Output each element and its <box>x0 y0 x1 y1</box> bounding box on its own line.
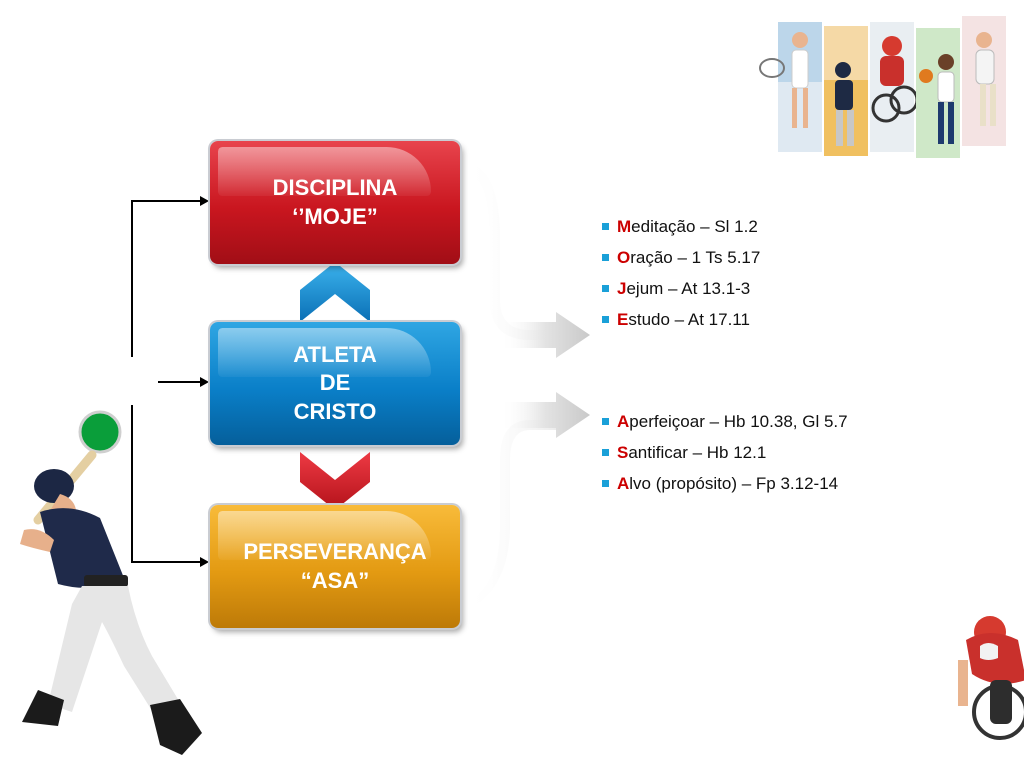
chevron-up-icon <box>300 262 370 322</box>
athletes-photo-strip <box>759 16 1006 158</box>
list-item: Estudo – At 17.11 <box>602 304 760 335</box>
list-item: Meditação – Sl 1.2 <box>602 211 760 242</box>
list-item: Santificar – Hb 12.1 <box>602 437 848 468</box>
disciplina-acronym: ‘’MOJE” <box>292 203 378 229</box>
green-ball <box>78 410 122 454</box>
connector-top <box>131 200 202 357</box>
perseveranca-title: PERSEVERANÇA <box>243 538 427 564</box>
arrowhead-top <box>200 196 209 206</box>
arrowhead-bottom <box>200 557 209 567</box>
atleta-line-2: DE <box>319 370 351 396</box>
grey-arrow-upper <box>500 312 590 358</box>
atleta-line-1: ATLETA <box>293 341 377 367</box>
list-item: Oração – 1 Ts 5.17 <box>602 242 760 273</box>
connector-bottom <box>131 405 202 563</box>
arrowhead-middle <box>200 377 209 387</box>
grey-bracket-upper <box>466 160 556 340</box>
grey-bracket-lower <box>466 420 556 612</box>
bracket-connectors <box>131 200 202 563</box>
disciplina-box: DISCIPLINA ‘’MOJE” <box>210 141 460 264</box>
list-item: Alvo (propósito) – Fp 3.12-14 <box>602 468 848 499</box>
atleta-box: ATLETA DE CRISTO <box>210 322 460 445</box>
arrowheads <box>200 196 209 567</box>
grey-arrow-lower <box>500 392 590 438</box>
perseveranca-acronym: “ASA” <box>300 567 370 593</box>
list-item: Jejum – At 13.1-3 <box>602 273 760 304</box>
disciplina-title: DISCIPLINA <box>272 174 398 200</box>
cyclist-photo <box>958 616 1024 740</box>
baseball-batter-photo <box>20 410 202 755</box>
perseveranca-box: PERSEVERANÇA “ASA” <box>210 505 460 628</box>
list-item: Aperfeiçoar – Hb 10.38, Gl 5.7 <box>602 406 848 437</box>
asa-list: Aperfeiçoar – Hb 10.38, Gl 5.7 Santifica… <box>602 406 848 499</box>
atleta-line-3: CRISTO <box>293 398 377 424</box>
moje-list: Meditação – Sl 1.2 Oração – 1 Ts 5.17 Je… <box>602 211 760 335</box>
chevron-down-icon <box>300 452 370 510</box>
